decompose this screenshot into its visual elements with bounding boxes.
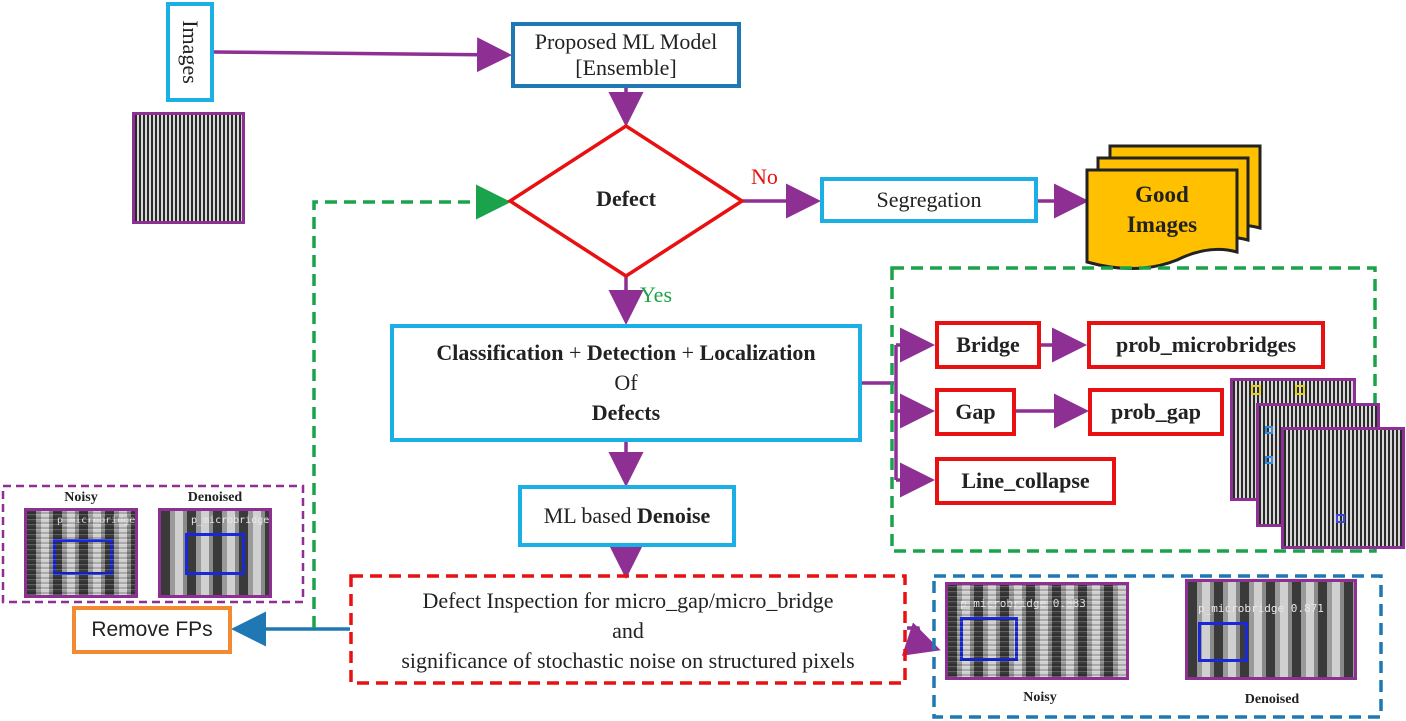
right-noisy-caption: Noisy (1023, 690, 1057, 705)
gap-node: Gap (935, 388, 1016, 436)
denoise-prefix: ML based (543, 503, 632, 528)
segregation-label: Segregation (876, 187, 982, 212)
arrow-inspection-to-panel (901, 622, 941, 656)
prob-gap-node: prob_gap (1088, 388, 1224, 436)
images-label: Images (178, 20, 203, 84)
line-collapse-node: Line_collapse (935, 457, 1116, 505)
ml-model-node: Proposed ML Model [Ensemble] (511, 22, 741, 88)
classification-line1: Classification + Detection + Localizatio… (436, 340, 816, 365)
no-label: No (751, 164, 778, 189)
classification-line3: Defects (591, 400, 661, 425)
right-denoised-image: p_microbridge 0.871 (1185, 579, 1357, 680)
localization-term: Localization (699, 340, 816, 365)
left-noisy-image: p_microbridge (24, 508, 138, 598)
classification-node: Classification + Detection + Localizatio… (390, 324, 862, 442)
prob-microbridges-label: prob_microbridges (1115, 332, 1297, 357)
detection-box (1265, 426, 1273, 434)
denoise-node: ML based Denoise (518, 485, 736, 547)
good-images-label: Good Images (1087, 180, 1237, 240)
right-noisy-image: p_microbridge 0.883 (945, 582, 1129, 680)
left-noisy-bbox (53, 539, 113, 575)
classification-line2: Of (614, 370, 638, 395)
inspection-line3: significance of stochastic noise on stru… (401, 648, 855, 673)
gap-label: Gap (955, 399, 996, 424)
good-images-stack (1085, 144, 1262, 270)
detection-box (1251, 385, 1261, 395)
defect-sample-image-3 (1281, 427, 1405, 549)
inspection-line1: Defect Inspection for micro_gap/micro_br… (422, 588, 834, 613)
left-denoised-caption: Denoised (187, 490, 243, 505)
good-images-line1: Good (1135, 182, 1189, 207)
line-collapse-label: Line_collapse (961, 468, 1090, 493)
left-denoised-image: p_microbridge (158, 508, 272, 598)
bridge-label: Bridge (956, 332, 1020, 357)
right-denoised-overlay: p_microbridge 0.871 (1198, 602, 1324, 615)
remove-fps-label: Remove FPs (91, 618, 213, 641)
left-sample-dashed-group (1, 484, 305, 604)
right-denoised-bbox (1198, 622, 1248, 662)
defect-label: Defect (596, 186, 656, 211)
defect-diamond (506, 123, 746, 279)
good-images-line2: Images (1126, 212, 1198, 237)
ml-model-subtitle: [Ensemble] (575, 55, 677, 80)
ml-model-title: Proposed ML Model (534, 29, 718, 54)
input-image-thumbnail (132, 112, 245, 224)
arrow-images-to-model (213, 37, 512, 73)
yes-label: Yes (640, 282, 673, 307)
left-noisy-overlay: p_microbridge (57, 515, 136, 526)
prob-microbridges-node: prob_microbridges (1087, 321, 1325, 369)
left-denoised-bbox (185, 533, 245, 575)
images-node: Images (166, 2, 214, 102)
segregation-node: Segregation (820, 177, 1038, 223)
left-noisy-caption: Noisy (64, 490, 98, 505)
inspection-node: Defect Inspection for micro_gap/micro_br… (352, 586, 904, 676)
detection-box (1265, 456, 1273, 464)
denoise-bold: Denoise (636, 503, 711, 528)
detection-term: Detection (586, 340, 677, 365)
left-denoised-overlay: p_microbridge (191, 515, 270, 526)
right-sample-dashed-group (932, 574, 1383, 719)
right-noisy-bbox (960, 617, 1018, 661)
bridge-node: Bridge (935, 321, 1041, 369)
right-noisy-overlay: p_microbridge 0.883 (960, 597, 1086, 610)
prob-gap-label: prob_gap (1110, 399, 1202, 424)
remove-fps-node: Remove FPs (72, 606, 232, 654)
feedback-dashed-arrow (312, 184, 511, 628)
defect-types-dashed-group (890, 266, 1377, 553)
classification-term: Classification (436, 340, 564, 365)
inspection-line2: and (612, 618, 644, 643)
right-denoised-caption: Denoised (1244, 692, 1300, 707)
inspection-dashed-box (349, 574, 907, 685)
detection-box (1336, 514, 1345, 523)
detection-box (1295, 385, 1305, 395)
